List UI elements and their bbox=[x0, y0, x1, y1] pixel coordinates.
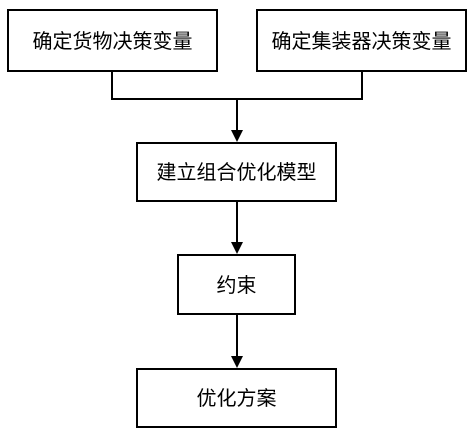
node-constraint: 约束 bbox=[177, 254, 296, 315]
node-label: 确定集装器决策变量 bbox=[271, 28, 452, 53]
node-optimization-plan: 优化方案 bbox=[136, 368, 337, 428]
node-label: 约束 bbox=[216, 272, 257, 297]
node-label: 建立组合优化模型 bbox=[156, 160, 317, 184]
node-label: 优化方案 bbox=[196, 386, 277, 410]
merge-connector bbox=[111, 72, 363, 100]
node-container-decision-variable: 确定集装器决策变量 bbox=[256, 9, 467, 72]
node-label: 确定货物决策变量 bbox=[32, 28, 193, 53]
node-goods-decision-variable: 确定货物决策变量 bbox=[7, 9, 218, 72]
node-optimization-model: 建立组合优化模型 bbox=[136, 142, 337, 202]
